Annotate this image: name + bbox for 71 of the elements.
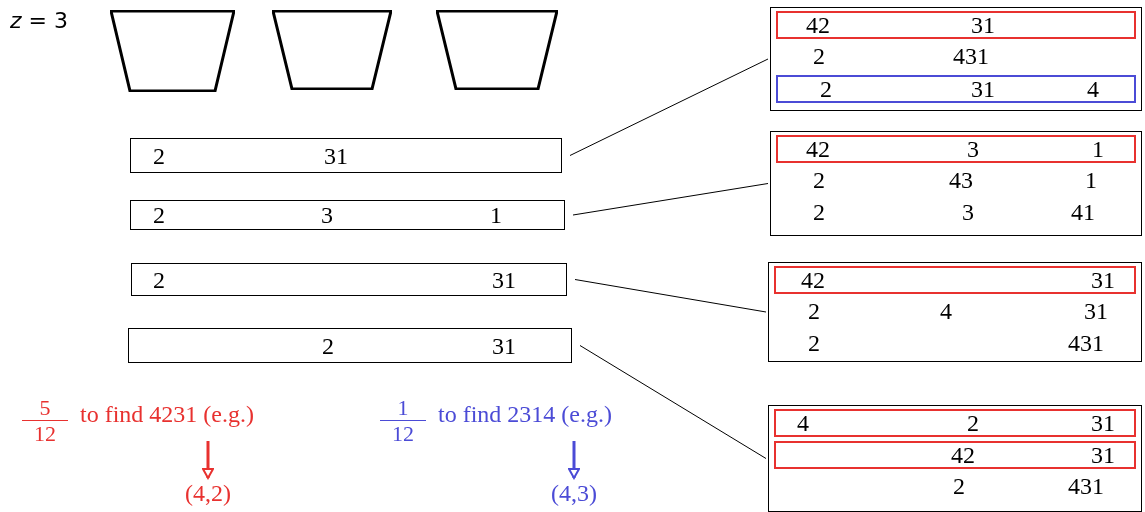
fraction-denominator: 12 (33, 421, 57, 446)
leader-line (579, 345, 767, 459)
trapezoid-shape (110, 10, 235, 92)
digit-group: 4 (906, 298, 986, 324)
digit-group: 3 (933, 136, 1013, 162)
digit-group: 4 (1053, 76, 1133, 102)
digit-group: 2 (119, 202, 199, 228)
leader-line (572, 183, 769, 216)
digit-group: 31 (464, 266, 544, 293)
digit-group: 31 (1056, 298, 1136, 324)
digit-group: 2 (119, 266, 199, 293)
digit-group: 42 (778, 12, 858, 38)
highlighted-row (776, 135, 1136, 163)
highlighted-row (774, 409, 1136, 437)
digit-group: 43 (921, 167, 1001, 193)
highlighted-row (774, 266, 1136, 294)
digit-group: 42 (923, 442, 1003, 468)
digit-group: 31 (1063, 267, 1143, 293)
digit-group: 41 (1043, 199, 1123, 225)
digit-group: 42 (773, 267, 853, 293)
digit-group: 31 (1063, 410, 1143, 436)
digit-group: 31 (943, 12, 1023, 38)
digit-group: 31 (1063, 442, 1143, 468)
permutation-panel (770, 7, 1142, 111)
digit-group: 4 (763, 410, 843, 436)
digit-group: 2 (779, 167, 859, 193)
parameter-label: z = 3 (10, 8, 68, 33)
digit-group: 1 (456, 202, 536, 228)
digit-group: 31 (943, 76, 1023, 102)
digit-group: 2 (779, 43, 859, 69)
fraction-denominator: 12 (391, 421, 415, 446)
digit-group: 2 (774, 298, 854, 324)
digit-group: 1 (1058, 136, 1138, 162)
digit-group: 3 (928, 199, 1008, 225)
digit-group: 2 (774, 330, 854, 356)
note-text: to find 2314 (e.g.) (438, 401, 612, 428)
note-text: to find 4231 (e.g.) (80, 401, 254, 428)
digit-group: 42 (778, 136, 858, 162)
digit-group: 31 (296, 142, 376, 169)
sequence-box (130, 138, 562, 173)
highlighted-row (774, 441, 1136, 469)
permutation-panel (770, 131, 1142, 236)
leader-line (569, 58, 769, 156)
leader-line (574, 279, 767, 313)
trapezoid-shape (436, 10, 558, 90)
digit-group: 2 (933, 410, 1013, 436)
result-pair: (4,2) (175, 480, 241, 508)
fraction-numerator: 5 (22, 395, 68, 421)
digit-group: 431 (1046, 473, 1126, 499)
fraction-numerator: 1 (380, 395, 426, 421)
down-arrow (568, 441, 580, 479)
digit-group: 2 (919, 473, 999, 499)
digit-group: 431 (931, 43, 1011, 69)
trapezoid-shape (272, 10, 392, 90)
digit-group: 2 (779, 199, 859, 225)
highlighted-row (776, 75, 1136, 103)
result-pair: (4,3) (541, 480, 607, 508)
highlighted-row (776, 11, 1136, 39)
permutation-panel (768, 262, 1142, 362)
sequence-box (131, 263, 567, 296)
sequence-box (128, 328, 572, 363)
digit-group: 1 (1051, 167, 1131, 193)
permutation-panel (768, 405, 1142, 512)
digit-group: 2 (786, 76, 866, 102)
digit-group: 2 (288, 332, 368, 359)
down-arrow (202, 441, 214, 479)
sequence-box (130, 200, 565, 230)
digit-group: 2 (119, 142, 199, 169)
digit-group: 31 (464, 332, 544, 359)
digit-group: 431 (1046, 330, 1126, 356)
digit-group: 3 (287, 202, 367, 228)
